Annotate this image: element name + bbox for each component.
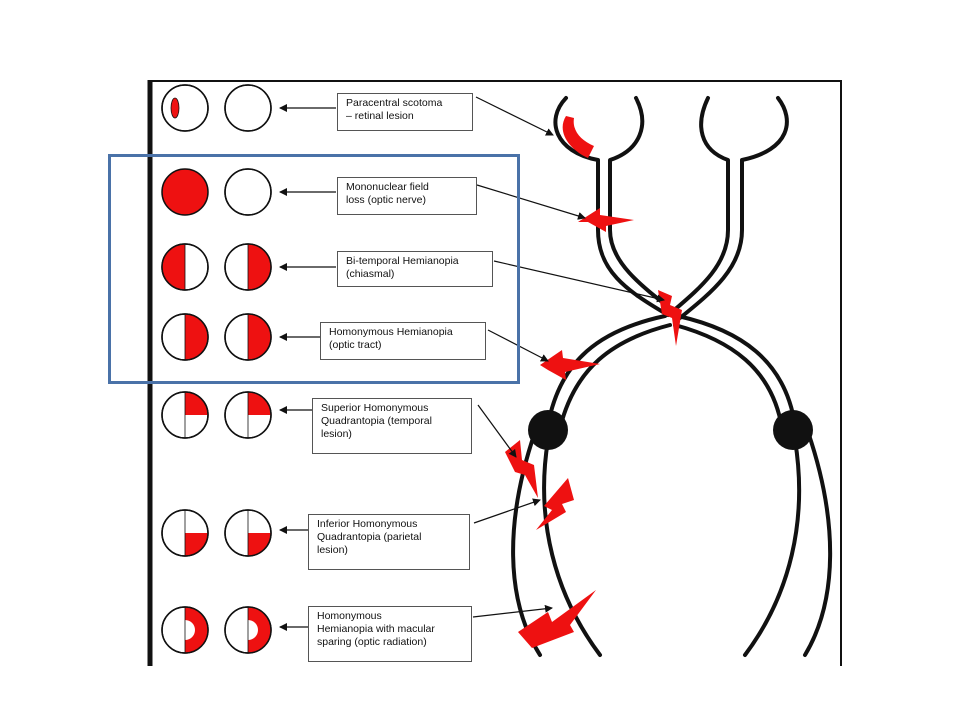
label-superior-quadrantopia: Superior Homonymous Quadrantopia (tempor… <box>312 398 472 454</box>
visual-field-paracentral-left-eye <box>161 84 209 132</box>
visual-field-paracentral-right-eye <box>224 84 272 132</box>
left-eye-outline-inner <box>608 96 677 314</box>
visual-field-inferior-left-eye <box>161 509 209 557</box>
visual-field-mononuclear-right-eye <box>224 168 272 216</box>
label-macular-sparing-hemianopia: Homonymous Hemianopia with macular spari… <box>308 606 472 662</box>
visual-field-macular-left-eye <box>161 606 209 654</box>
highlight-frame <box>108 154 520 384</box>
left-optic-tract-inner <box>558 323 672 430</box>
visual-field-homonymous-left-eye <box>161 313 209 361</box>
arrows <box>279 96 665 631</box>
arrow-paracentral <box>475 96 554 136</box>
right-lgn <box>773 410 813 450</box>
label-homonymous-hemianopia: Homonymous Hemianopia (optic tract) <box>320 322 486 360</box>
arrow-macular <box>472 604 553 618</box>
visual-field-inferior-right-eye <box>224 509 272 557</box>
optic-tract-lesion-mark <box>540 350 600 380</box>
optic-radiation-lesion-mark <box>518 590 596 648</box>
visual-field-macular-right-eye <box>224 606 272 654</box>
label-inferior-quadrantopia: Inferior Homonymous Quadrantopia (pariet… <box>308 514 470 570</box>
lesion-marks <box>505 116 682 648</box>
right-eye-outline <box>670 96 730 314</box>
arrow-bitemporal <box>493 260 665 303</box>
parietal-lesion-mark <box>536 478 574 530</box>
arrow-inferior <box>473 498 541 524</box>
label-mononuclear-field-loss: Mononuclear field loss (optic nerve) <box>337 177 477 215</box>
optic-nerve-lesion-mark <box>578 208 634 232</box>
label-paracentral-scotoma: Paracentral scotoma – retinal lesion <box>337 93 473 131</box>
right-eye-outline-inner <box>678 96 789 320</box>
right-optic-tract-inner <box>673 323 784 430</box>
arrow-superior <box>477 404 517 458</box>
retinal-lesion-mark <box>562 116 594 158</box>
visual-field-circles <box>161 84 272 654</box>
visual-field-mononuclear-left-eye <box>161 168 209 216</box>
left-optic-tract <box>546 314 667 427</box>
visual-field-bitemporal-right-eye <box>224 243 272 291</box>
visual-field-homonymous-right-eye <box>224 313 272 361</box>
right-radiation-inner <box>743 438 802 657</box>
right-optic-tract <box>676 314 797 427</box>
arrow-mononuclear <box>476 184 586 220</box>
visual-field-superior-left-eye <box>161 391 209 439</box>
label-bitemporal-hemianopia: Bi-temporal Hemianopia (chiasmal) <box>337 251 493 287</box>
visual-field-bitemporal-left-eye <box>161 243 209 291</box>
chiasm-lesion-mark <box>658 290 682 346</box>
visual-field-superior-right-eye <box>224 391 272 439</box>
left-radiation-inner <box>542 438 602 657</box>
left-lgn <box>528 410 568 450</box>
right-radiation-outer <box>803 430 833 657</box>
